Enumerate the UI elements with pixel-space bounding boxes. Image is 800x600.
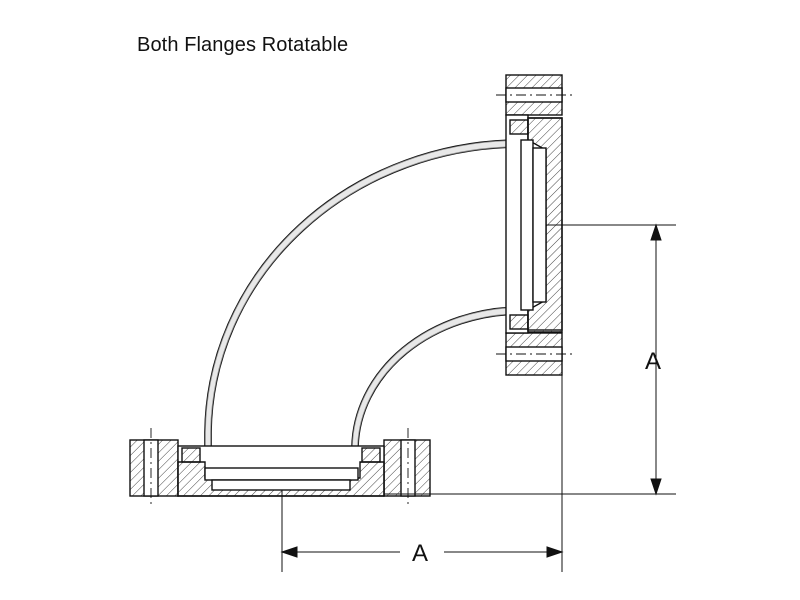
vertical-dimension-label: A [645, 348, 661, 375]
bottom-flange [129, 428, 431, 508]
dimension-lines [280, 223, 676, 572]
horizontal-dimension-label: A [412, 540, 428, 567]
right-flange [496, 74, 574, 376]
horizontal-label-backing [400, 538, 444, 568]
diagram-title: Both Flanges Rotatable [137, 34, 349, 56]
elbow-tube [204, 139, 522, 468]
elbow-inner-wall-fill [352, 307, 521, 468]
